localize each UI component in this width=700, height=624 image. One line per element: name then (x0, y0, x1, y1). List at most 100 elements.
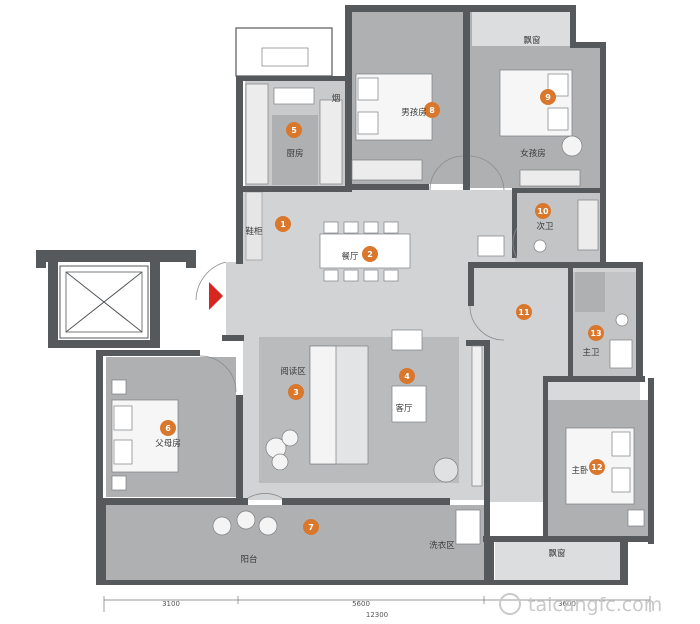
master-shower (575, 272, 605, 312)
door-swing (429, 155, 464, 191)
room-number: 3 (293, 388, 299, 397)
wall (483, 536, 653, 542)
sofa-back (309, 345, 337, 465)
balcony-chair (236, 510, 256, 530)
pillow (611, 467, 631, 493)
dining-chair (323, 269, 339, 282)
room-label: 鞋柜 (245, 226, 263, 237)
armchair (433, 457, 459, 483)
washing-machine (455, 509, 481, 545)
wall (96, 580, 488, 585)
nightstand (111, 379, 127, 395)
wall (466, 340, 488, 346)
wall (600, 42, 606, 268)
wall (545, 376, 645, 382)
walls (36, 5, 654, 585)
wall (36, 250, 196, 262)
pillow (113, 405, 133, 431)
watermark-text: taicangfc.com (528, 594, 662, 616)
furniture (111, 47, 645, 545)
wall (236, 190, 243, 264)
wall (648, 378, 654, 544)
balcony-chair (258, 516, 278, 536)
room-label: 主卧 (571, 465, 589, 476)
room-number-badge (516, 304, 532, 320)
room-label: 主卫 (582, 347, 600, 358)
wardrobe (519, 169, 581, 187)
room-number: 8 (429, 106, 435, 115)
room-number: 2 (367, 250, 373, 259)
room-label: 女孩房 (520, 148, 546, 159)
toilet (615, 313, 629, 327)
room-number-badge (535, 203, 551, 219)
room-label: 父母房 (155, 438, 181, 449)
wall (620, 540, 628, 584)
chair (561, 135, 583, 157)
wall (48, 340, 160, 348)
door-swing (469, 155, 505, 191)
round-stool (271, 453, 289, 471)
room-label: 餐厅 (341, 252, 359, 262)
door-swing (247, 493, 283, 499)
dining-chair (363, 269, 379, 282)
ottoman (391, 329, 423, 351)
dimension-segment-2: 5600 (352, 600, 370, 608)
wall (468, 262, 474, 306)
kitchen-counter (245, 83, 269, 185)
wall (96, 498, 248, 505)
room-number-badge (399, 368, 415, 384)
nightstand (111, 475, 127, 491)
wall (463, 12, 470, 190)
room-number: 1 (280, 220, 286, 229)
wall (236, 186, 352, 192)
wall (345, 5, 575, 12)
pillow (547, 107, 569, 131)
tv-cabinet (471, 345, 483, 487)
dining-chair (363, 221, 379, 234)
dimension-line (103, 596, 651, 612)
wall (568, 268, 573, 380)
room-number-badge (160, 420, 176, 436)
dimension-total: 12300 (366, 611, 388, 619)
wall (282, 498, 450, 505)
room-number-badge (288, 384, 304, 400)
room-label: 烟 (332, 94, 341, 104)
room-number-badge (540, 89, 556, 105)
room-label: 客厅 (395, 403, 413, 414)
wall (150, 262, 160, 346)
room-number-badge (275, 216, 291, 232)
wall (484, 540, 494, 584)
entrance-door-swing (195, 261, 227, 301)
pillow (611, 431, 631, 457)
wall (345, 5, 352, 192)
wall (36, 250, 46, 268)
girls-room-floor-ext (572, 48, 600, 188)
pillow (357, 77, 379, 101)
door-swings (199, 155, 518, 499)
wall (512, 188, 517, 258)
round-stool (281, 429, 299, 447)
room-label: 飘窗 (523, 35, 540, 46)
bay-window-bottom (495, 540, 625, 580)
room-number: 10 (537, 207, 549, 216)
wall (186, 250, 196, 268)
room-number-badge (424, 102, 440, 118)
room-number-badge (588, 325, 604, 341)
watermark: taicangfc.com (499, 593, 662, 616)
room-number-badge (589, 459, 605, 475)
door-swing (512, 227, 518, 259)
kitchen-sink (273, 87, 315, 105)
ac-unit (261, 47, 309, 67)
coffee-table (391, 385, 427, 423)
wall (512, 188, 606, 193)
wall (96, 500, 106, 584)
dimension-segment-1: 3100 (162, 600, 180, 608)
room-number: 12 (591, 463, 602, 472)
dining-chair (343, 269, 359, 282)
room-number: 4 (404, 372, 410, 381)
room-number-badge (362, 246, 378, 262)
toilet (533, 239, 547, 253)
room-number: 7 (308, 523, 314, 532)
